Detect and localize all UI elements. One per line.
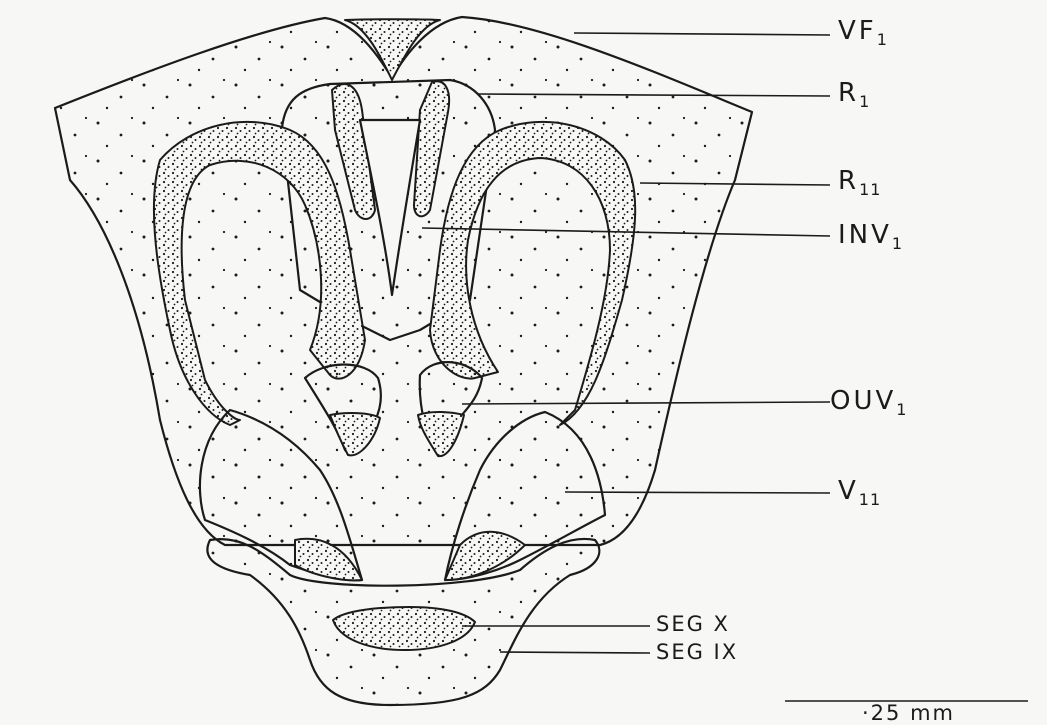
label-vf1-sub: 1 <box>877 30 888 49</box>
leader-v11 <box>565 492 830 493</box>
label-seg-ix: SEG IX <box>656 642 738 663</box>
label-r11-main: R <box>838 166 859 196</box>
label-v11-sub: 11 <box>859 490 881 509</box>
label-ouv1-sub: 1 <box>896 400 907 419</box>
label-ouv1-main: OUV <box>830 386 896 416</box>
label-inv1: INV1 <box>838 222 903 252</box>
label-r1: R1 <box>838 80 870 110</box>
label-seg-x: SEG X <box>656 614 730 635</box>
label-vf1: VF1 <box>838 18 888 48</box>
leader-vf1 <box>574 33 830 35</box>
label-r1-main: R <box>838 78 859 108</box>
label-v11: V11 <box>838 478 881 508</box>
label-vf1-main: VF <box>838 16 877 46</box>
scale-bar-label: ·25 mm <box>862 703 955 724</box>
leader-seg-ix <box>500 652 650 653</box>
label-v11-main: V <box>838 476 859 506</box>
label-r11-sub: 11 <box>859 180 881 199</box>
label-r1-sub: 1 <box>859 92 870 111</box>
label-inv1-main: INV <box>838 220 892 250</box>
label-inv1-sub: 1 <box>892 234 903 253</box>
label-r11: R11 <box>838 168 881 198</box>
label-ouv1: OUV1 <box>830 388 907 418</box>
